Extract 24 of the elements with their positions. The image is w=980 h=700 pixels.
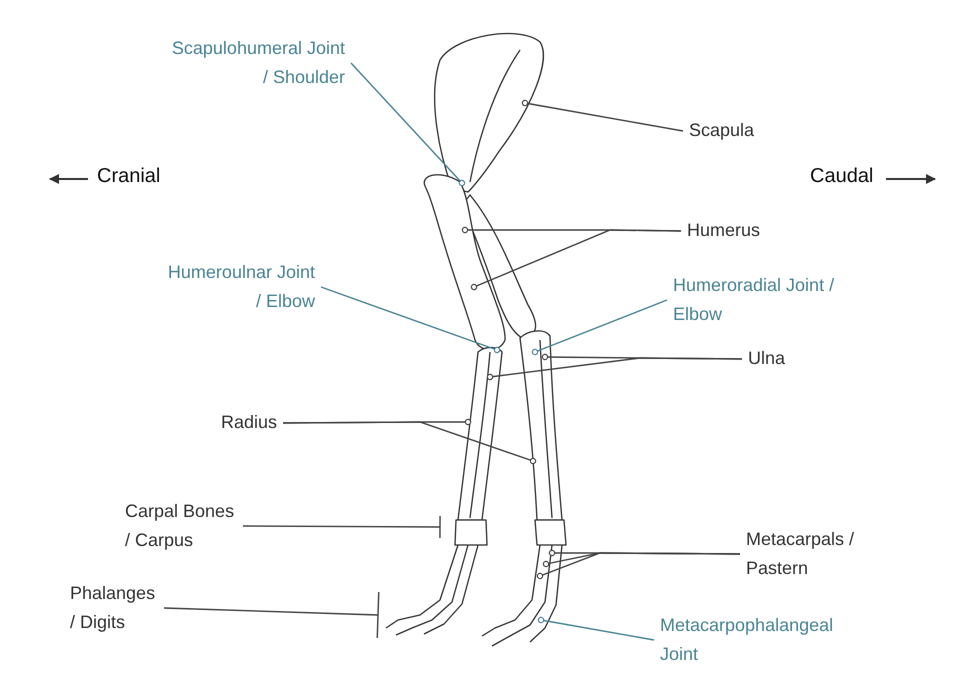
- joint-label: Scapulohumeral Joint / Shoulder: [167, 34, 345, 92]
- bone-label: Radius: [221, 408, 278, 437]
- bone-label: Phalanges / Digits: [70, 579, 158, 637]
- direction-label: Caudal: [810, 164, 874, 189]
- leader-line: [164, 591, 380, 639]
- bone-label: Ulna: [748, 344, 786, 373]
- leader-line: [283, 421, 536, 464]
- leader-line: [470, 229, 681, 290]
- direction-label: Cranial: [97, 164, 160, 189]
- leader-line: [243, 515, 441, 539]
- leader-line: [536, 552, 740, 580]
- leader-line: [532, 299, 668, 356]
- leader-line: [522, 100, 684, 132]
- leader-line: [320, 286, 500, 354]
- joint-label: Humeroradial Joint / Elbow: [673, 271, 885, 329]
- leader-line: [350, 62, 466, 186]
- bone-label: Carpal Bones / Carpus: [125, 497, 237, 555]
- joint-label: Metacarpophalangeal Joint: [660, 611, 868, 669]
- leader-line: [538, 616, 654, 641]
- bone-label: Scapula: [689, 116, 754, 145]
- leader-line: [486, 357, 742, 380]
- joint-label: Humeroulnar Joint / Elbow: [165, 258, 315, 316]
- bone-label: Humerus: [687, 216, 760, 245]
- bone-label: Metacarpals / Pastern: [746, 525, 886, 583]
